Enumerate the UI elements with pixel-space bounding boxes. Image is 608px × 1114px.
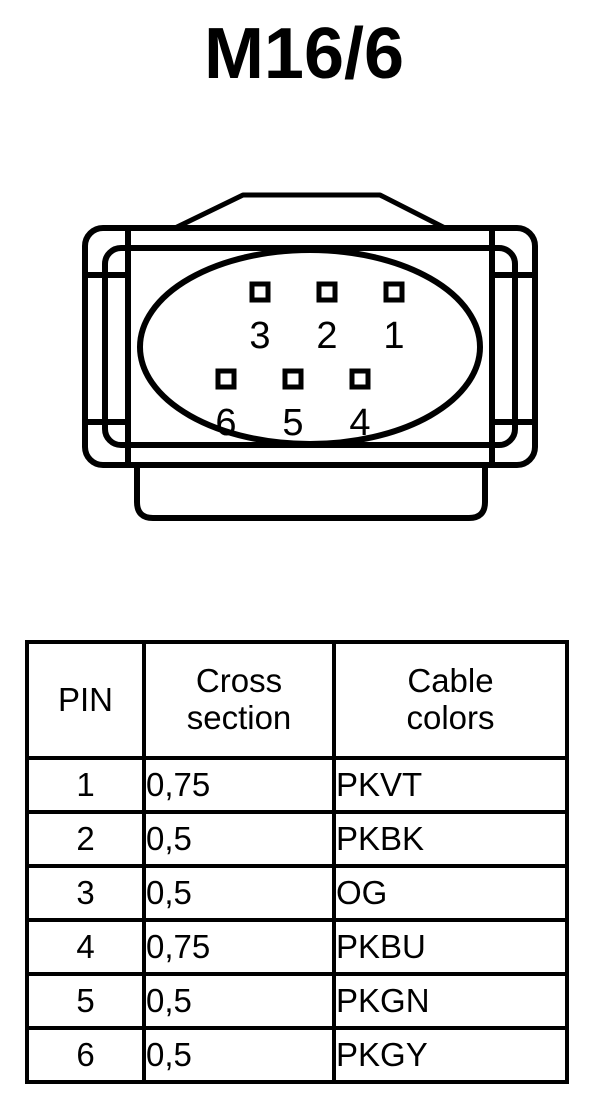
pinout-table: PIN Cross section Cable colors 1 0,75 PK… bbox=[25, 640, 569, 1084]
table-row: 5 0,5 PKGN bbox=[25, 972, 569, 1030]
cell-pin: 5 bbox=[25, 972, 146, 1030]
header-cable-colors-line-1: Cable bbox=[407, 662, 494, 700]
cell-cable-color: PKGY bbox=[332, 1026, 569, 1084]
cell-pin: 4 bbox=[25, 918, 146, 976]
latch-tab-shape bbox=[172, 192, 448, 231]
pin-label-4: 4 bbox=[349, 402, 370, 444]
cavity-oval-outline bbox=[137, 247, 483, 447]
table-row: 1 0,75 PKVT bbox=[25, 756, 569, 814]
header-pin: PIN bbox=[25, 640, 146, 760]
cell-cable-color: PKBK bbox=[332, 810, 569, 868]
pin-cavity-5 bbox=[282, 368, 304, 390]
pin-cavity-4 bbox=[349, 368, 371, 390]
cell-pin: 6 bbox=[25, 1026, 146, 1084]
cell-cross-section: 0,5 bbox=[142, 1026, 336, 1084]
cell-cross-section: 0,75 bbox=[142, 918, 336, 976]
cell-cross-section: 0,75 bbox=[142, 756, 336, 814]
cell-pin: 1 bbox=[25, 756, 146, 814]
pin-cavity-1 bbox=[383, 281, 405, 303]
header-cable-colors: Cable colors bbox=[332, 640, 569, 760]
cell-cable-color: OG bbox=[332, 864, 569, 922]
cell-cross-section: 0,5 bbox=[142, 810, 336, 868]
pin-cavity-6 bbox=[215, 368, 237, 390]
header-cross-section-line-1: Cross bbox=[195, 662, 283, 700]
table-header: PIN Cross section Cable colors bbox=[25, 640, 569, 760]
pin-label-3: 3 bbox=[249, 315, 270, 357]
pin-label-2: 2 bbox=[316, 315, 337, 357]
cell-cross-section: 0,5 bbox=[142, 864, 336, 922]
table-body: 1 0,75 PKVT 2 0,5 PKBK 3 0,5 OG 4 0,75 P… bbox=[25, 756, 569, 1084]
connector-diagram: 3 2 1 6 5 4 bbox=[0, 180, 608, 540]
cell-cross-section: 0,5 bbox=[142, 972, 336, 1030]
cell-pin: 3 bbox=[25, 864, 146, 922]
header-cable-colors-line-2: colors bbox=[406, 699, 495, 736]
table-header-row: PIN Cross section Cable colors bbox=[25, 640, 569, 760]
bottom-skirt-shape bbox=[134, 462, 488, 521]
table-row: 6 0,5 PKGY bbox=[25, 1026, 569, 1084]
connector-svg: 3 2 1 6 5 4 bbox=[82, 192, 538, 521]
page-title: M16/6 bbox=[203, 14, 405, 94]
header-cross-section: Cross section bbox=[142, 640, 336, 760]
table-row: 4 0,75 PKBU bbox=[25, 918, 569, 976]
header-pin-line-1: PIN bbox=[57, 680, 113, 718]
pin-label-5: 5 bbox=[282, 402, 303, 444]
cell-pin: 2 bbox=[25, 810, 146, 868]
pin-cavity-2 bbox=[316, 281, 338, 303]
pin-cavity-3 bbox=[249, 281, 271, 303]
pin-label-1: 1 bbox=[383, 315, 404, 357]
table-row: 3 0,5 OG bbox=[25, 864, 569, 922]
cell-cable-color: PKGN bbox=[332, 972, 569, 1030]
cell-cable-color: PKVT bbox=[332, 756, 569, 814]
pin-label-6: 6 bbox=[215, 402, 236, 444]
table-row: 2 0,5 PKBK bbox=[25, 810, 569, 868]
pinout-table-container: PIN Cross section Cable colors 1 0,75 PK… bbox=[25, 640, 569, 1084]
cell-cable-color: PKBU bbox=[332, 918, 569, 976]
header-cross-section-line-2: section bbox=[186, 699, 292, 736]
